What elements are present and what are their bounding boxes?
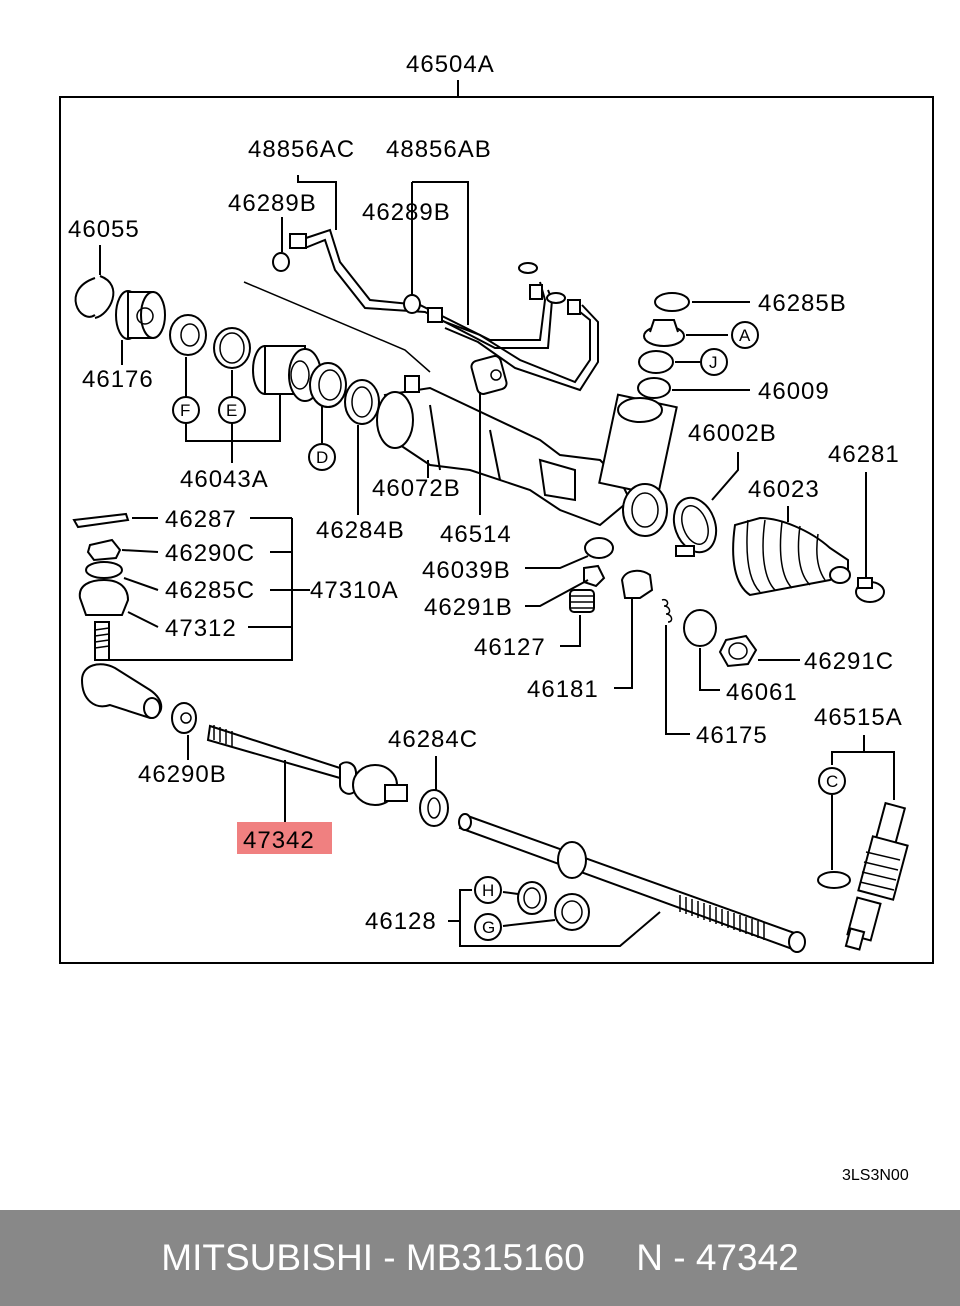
label-46290C: 46290C: [165, 540, 255, 567]
castle-nut-46290C: [86, 538, 122, 562]
footer-part-info: MITSUBISHI - MB315160 N - 47342: [161, 1237, 799, 1278]
label-46514: 46514: [440, 521, 512, 548]
label-46281: 46281: [828, 441, 900, 468]
assembly-label: 46504A: [406, 51, 495, 78]
diagram-code: 3LS3N00: [842, 1167, 909, 1184]
rack-46128: [458, 813, 806, 953]
spring-46175: [661, 598, 673, 623]
gear-housing: [376, 375, 678, 537]
label-48856AC: 48856AC: [248, 136, 355, 163]
clamp-46002B: [672, 496, 718, 557]
bushing-46514: [470, 355, 508, 395]
yoke-46181: [620, 569, 654, 599]
label-46176: 46176: [82, 366, 154, 393]
o-ring-C: [817, 871, 851, 889]
svg-text:H: H: [482, 881, 494, 900]
label-46061: 46061: [726, 679, 798, 706]
callout-H: H: [474, 876, 502, 904]
callout-J: J: [700, 348, 728, 376]
pressure-pipes: [289, 228, 599, 392]
cotter-pin-46287: [72, 512, 130, 529]
tie-rod-end: [80, 621, 163, 720]
cap-A: [643, 319, 685, 347]
clip-46281: [855, 577, 885, 603]
highlight-47342: [237, 822, 332, 854]
yoke-plug-46127: [569, 589, 595, 613]
bushing-46284C: [419, 789, 449, 827]
svg-text:A: A: [739, 326, 751, 345]
label-46291C: 46291C: [804, 648, 894, 675]
callout-D: D: [308, 443, 336, 471]
label-46285B: 46285B: [758, 290, 847, 317]
label-46287: 46287: [165, 506, 237, 533]
bearing-46009: [637, 377, 671, 399]
label-46181: 46181: [527, 676, 599, 703]
bushing-D: [309, 362, 347, 408]
cap-46061: [683, 609, 717, 647]
callout-G: G: [474, 913, 502, 941]
lock-nut-46290B: [171, 702, 197, 734]
assembly-frame: [59, 96, 934, 964]
label-46515A: 46515A: [814, 704, 903, 731]
svg-text:E: E: [226, 401, 237, 420]
label-46175: 46175: [696, 722, 768, 749]
seal-J: [638, 350, 674, 374]
o-ring-46289B-left: [272, 252, 290, 272]
seal-F: [169, 314, 207, 356]
callout-E: E: [218, 396, 246, 424]
label-46072B: 46072B: [372, 475, 461, 502]
snap-ring-46055: [74, 275, 115, 319]
ring-46285B: [654, 292, 690, 312]
callout-F: F: [172, 396, 200, 424]
label-47312: 47312: [165, 615, 237, 642]
bellows-boot-46023: [732, 516, 851, 597]
label-46039B: 46039B: [422, 557, 511, 584]
label-46290B: 46290B: [138, 761, 227, 788]
callout-C: C: [818, 767, 846, 795]
callout-A: A: [731, 321, 759, 349]
steering-gear-exploded-diagram: 46504A 48856AC 48856AB 46289B 46289B 460…: [59, 51, 934, 1184]
lock-nut-46291C: [718, 634, 758, 668]
label-47310A: 47310A: [310, 577, 399, 604]
valve-46515A: [844, 801, 909, 951]
ring-46285C: [85, 561, 123, 579]
nut-46291B: [583, 564, 606, 588]
svg-text:J: J: [709, 353, 718, 372]
label-46285C: 46285C: [165, 577, 255, 604]
label-46055: 46055: [68, 216, 140, 243]
label-46009: 46009: [758, 378, 830, 405]
label-46289B-right: 46289B: [362, 199, 451, 226]
label-46128: 46128: [365, 908, 437, 935]
bearing-46176: [115, 290, 166, 340]
seal-G: [554, 893, 590, 931]
svg-text:C: C: [826, 772, 838, 791]
label-46291B: 46291B: [424, 594, 513, 621]
label-46284B: 46284B: [316, 517, 405, 544]
label-46002B: 46002B: [688, 420, 777, 447]
tie-rod-47342: [206, 724, 408, 806]
footer-bar: MITSUBISHI - MB315160 N - 47342: [0, 1210, 960, 1306]
label-46284C: 46284C: [388, 726, 478, 753]
label-48856AB: 48856AB: [386, 136, 492, 163]
label-46023: 46023: [748, 476, 820, 503]
o-ring-H: [517, 881, 547, 915]
o-ring-46284B: [344, 379, 380, 425]
svg-text:F: F: [180, 401, 190, 420]
svg-text:D: D: [316, 448, 328, 467]
label-46127: 46127: [474, 634, 546, 661]
o-ring-46289B-right: [403, 294, 421, 314]
label-46289B-left: 46289B: [228, 190, 317, 217]
dust-cover-47312: [78, 578, 130, 616]
label-46043A: 46043A: [180, 466, 269, 493]
label-47342: 47342: [243, 827, 315, 854]
cup-46039B: [584, 537, 614, 559]
svg-text:G: G: [482, 918, 495, 937]
